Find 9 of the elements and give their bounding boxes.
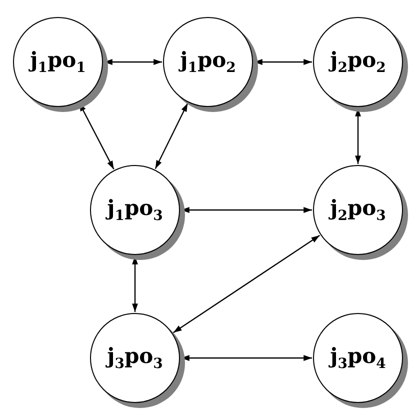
node-label: j$_{2}$po$_{2}$ [330,47,386,77]
node-label: j$_{3}$po$_{3}$ [107,343,163,373]
node-label: j$_{1}$po$_{1}$ [30,47,86,77]
node-label: j$_{1}$po$_{2}$ [180,47,236,77]
double-arrow [154,102,188,170]
node-label: j$_{2}$po$_{3}$ [330,195,386,225]
double-arrow [173,234,320,334]
node-label: j$_{1}$po$_{3}$ [107,195,163,225]
node-label: j$_{3}$po$_{4}$ [330,343,386,373]
